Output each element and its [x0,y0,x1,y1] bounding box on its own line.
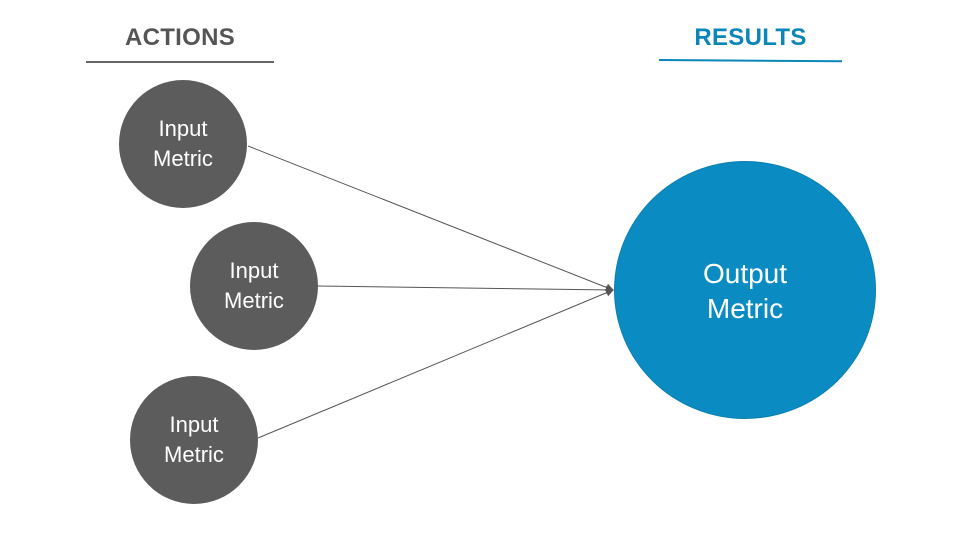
input-metric-label-line-1: Input [158,116,208,141]
input-metric-label-line-1: Input [169,412,219,437]
results-heading: RESULTS [694,24,807,51]
input-metric-label-line-2: Metric [164,442,224,467]
connector-line [317,285,614,294]
output-metric-label-line-2: Metric [706,292,784,324]
input-metric-node: Input Metric [190,222,318,350]
connector-line [247,145,614,292]
input-metric-node: Input Metric [119,80,247,208]
actions-heading: ACTIONS [124,24,236,51]
input-metric-label-line-2: Metric [224,288,284,313]
actions-underline [86,61,274,63]
output-metric-node: Output Metric [614,161,876,419]
input-metric-node: Input Metric [130,376,258,504]
input-metric-label-line-1: Input [229,258,279,283]
input-metric-label-line-2: Metric [153,146,213,171]
connector-line [257,289,614,439]
output-metric-label-line-1: Output [702,257,788,289]
